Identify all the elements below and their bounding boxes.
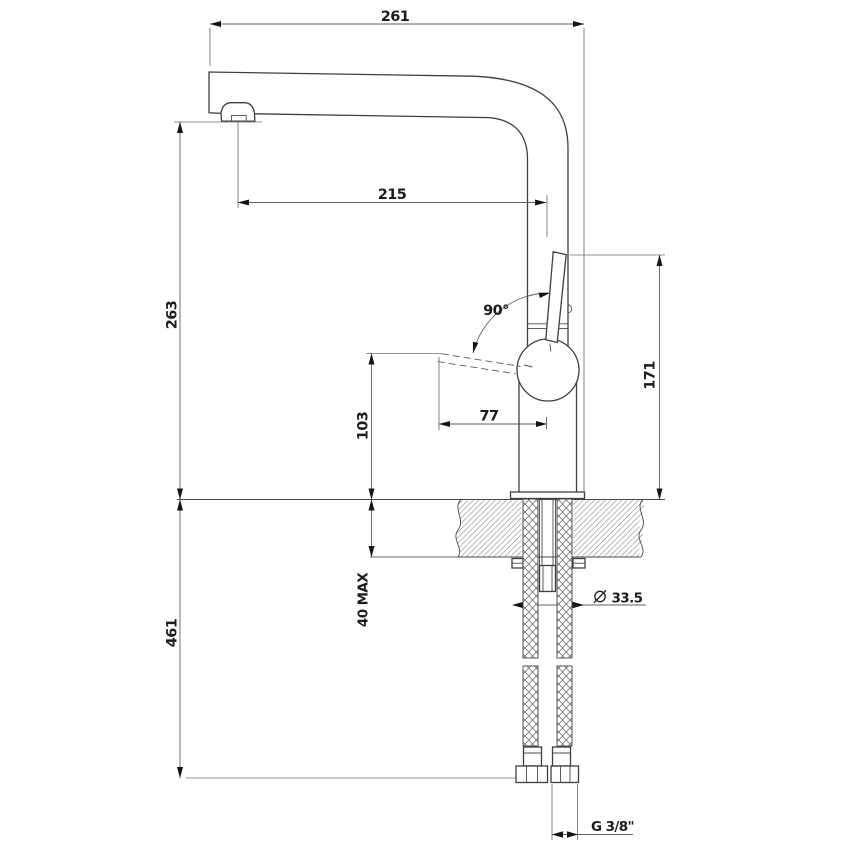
- dim-arc-arrow-top: [538, 292, 550, 298]
- supply-hoses: [515, 498, 580, 784]
- label-lever-height: 103: [356, 412, 372, 440]
- hose-left-upper: [522, 498, 539, 659]
- hose-right-nut: [550, 765, 580, 784]
- extension-lines: [174, 28, 665, 840]
- lever-handle-upright: [545, 251, 567, 344]
- dim-arrow-right: [572, 601, 584, 609]
- label-hole-diameter: 33.5: [612, 591, 643, 607]
- mounting-stud: [538, 564, 557, 593]
- body-side-button: [567, 304, 573, 314]
- dim-handle-angle-arc: [472, 292, 551, 354]
- diameter-symbol: [593, 589, 607, 604]
- spout-inner-edge: [254, 113, 529, 352]
- base-plate: [509, 491, 586, 500]
- spout-outer-edge: [208, 71, 569, 352]
- lever-handle-phantom-top: [441, 353, 521, 367]
- label-counter-thickness: 40 MAX: [356, 572, 372, 627]
- label-handle-angle: 90°: [483, 303, 509, 319]
- countertop-break-line-left: [455, 499, 462, 558]
- dim-arc-arrow-bottom: [472, 341, 479, 353]
- aerator: [220, 102, 256, 122]
- label-spout-reach: 215: [378, 187, 407, 203]
- aerator-insert: [231, 114, 247, 122]
- dimension-lines: [177, 21, 663, 838]
- faucet-body: [208, 71, 586, 500]
- countertop-section: [177, 498, 665, 558]
- lever-handle-phantom-bottom: [437, 361, 516, 375]
- dim-thread-arrow-left: [552, 831, 563, 838]
- hose-right-collar: [551, 746, 572, 767]
- ball-tick-lever: [523, 364, 533, 368]
- hose-right-lower: [556, 665, 573, 747]
- ball-joint: [516, 338, 580, 402]
- label-overall-reach: 261: [381, 9, 410, 25]
- dim-arrow-left: [512, 601, 524, 609]
- label-under-counter-depth: 461: [165, 618, 181, 647]
- dim-thread-arrow-right: [567, 831, 578, 838]
- dimension-labels: 261 215 263 103 77 171 90° 40 MAX 461 33…: [165, 9, 659, 835]
- hose-left-collar: [522, 746, 543, 767]
- hose-left-lower: [522, 665, 539, 747]
- label-thread-size: G 3/8": [591, 819, 634, 835]
- hose-right-upper: [556, 498, 573, 659]
- hose-left-nut: [515, 765, 549, 784]
- label-lever-reach: 77: [480, 409, 499, 425]
- label-spout-height: 263: [165, 301, 181, 329]
- label-handle-height: 171: [643, 361, 659, 390]
- countertop-break-line-right: [638, 499, 644, 558]
- ball-tick-handle: [549, 343, 552, 352]
- mounting-shank: [511, 498, 586, 593]
- dim-hole-diameter: [512, 601, 646, 609]
